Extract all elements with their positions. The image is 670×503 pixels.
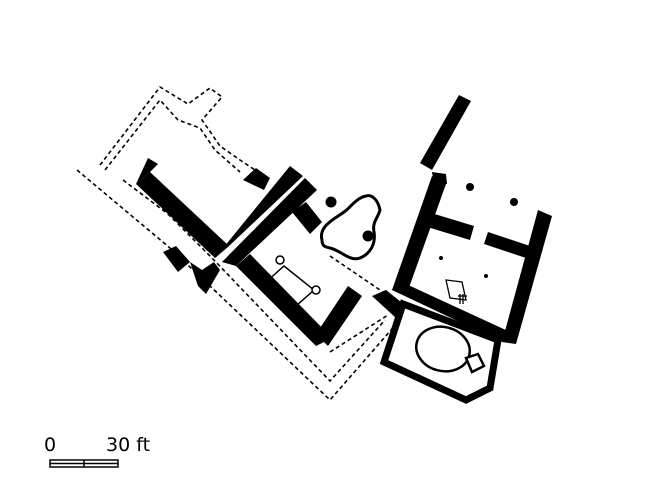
central-room-south-wall — [236, 254, 332, 346]
dashed-outlines — [76, 85, 399, 402]
west-room-east-wall — [215, 166, 303, 258]
blob-enclosure — [319, 194, 382, 261]
annex-outer-wall — [379, 299, 502, 404]
column-base-1 — [325, 196, 337, 208]
stair-feature — [445, 279, 467, 304]
northeast-building-south-wall — [392, 284, 510, 342]
central-room-north-wall — [292, 202, 322, 234]
central-room-west-wall — [222, 178, 317, 266]
interior-features — [264, 183, 518, 307]
column-base-4 — [510, 198, 518, 206]
gateway-fragment-1 — [163, 246, 190, 272]
column-base-6 — [484, 274, 488, 278]
northeast-building-partition-1 — [424, 212, 474, 240]
west-room-south-wall — [136, 172, 229, 258]
northeast-building-partition-2 — [484, 232, 530, 258]
post-hole-1 — [275, 255, 285, 265]
southeast-annex — [379, 299, 502, 404]
south-dashed-outline-outer — [76, 169, 399, 402]
inner-dashed-outline — [104, 98, 241, 173]
column-base-3 — [466, 183, 474, 191]
gateway-fragment-2 — [190, 262, 220, 294]
central-room-east-wall — [316, 286, 362, 346]
scale-bar: 0 30 ft — [44, 434, 150, 468]
annex-square-feature — [464, 352, 486, 374]
solid-walls — [136, 95, 552, 346]
west-room-north-fragment — [243, 168, 270, 190]
northeast-spur-wall — [420, 95, 471, 170]
scale-bar-start-label: 0 — [44, 434, 56, 456]
column-base-5 — [439, 256, 443, 260]
northeast-building-west-wall — [392, 176, 446, 296]
post-hole-2 — [311, 285, 321, 295]
southeast-dashed-stub — [329, 314, 389, 353]
scale-bar-end-label: 30 ft — [106, 434, 150, 456]
west-room-west-wall — [136, 158, 158, 184]
south-dashed-outline-inner — [122, 179, 386, 383]
northeast-building-east-wall — [502, 210, 552, 344]
column-base-2 — [362, 230, 374, 242]
annex-oval-feature — [415, 325, 471, 373]
scale-bar-ruler — [49, 459, 119, 468]
outer-dashed-outline — [99, 85, 256, 171]
